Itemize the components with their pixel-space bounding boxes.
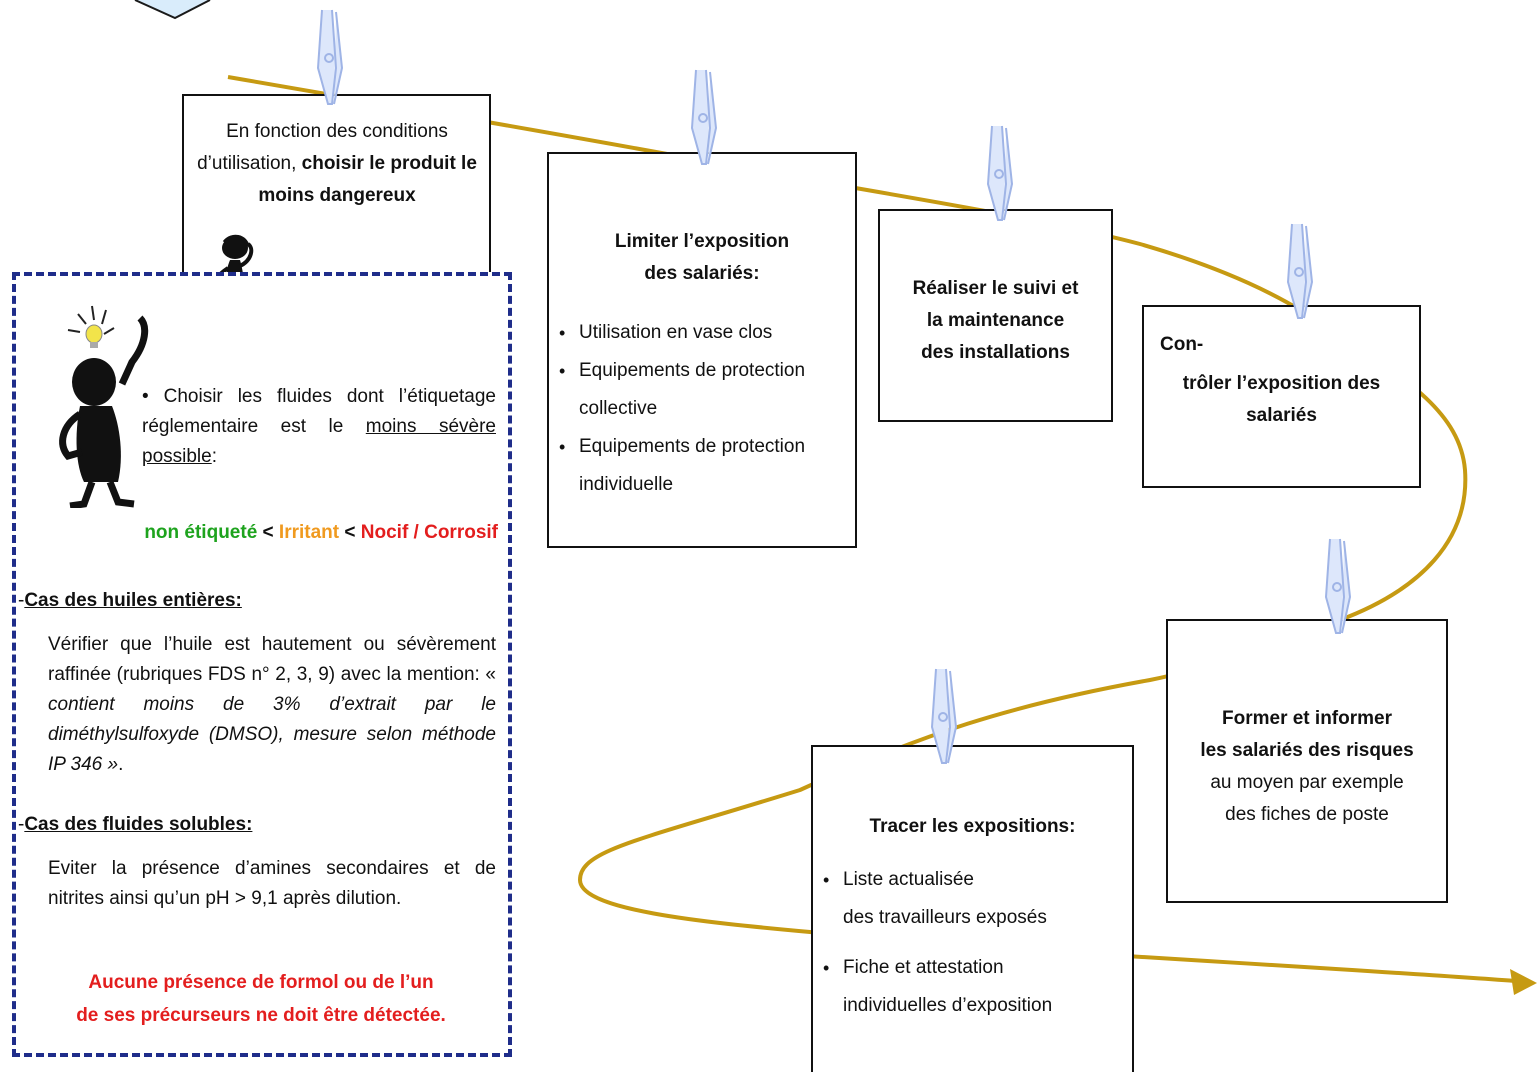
bullet-icon: • <box>142 386 164 407</box>
clothespin-icon <box>690 69 718 165</box>
control-line3: salariés <box>1246 405 1317 426</box>
maintenance-line1: Réaliser le suivi et <box>912 278 1079 299</box>
oils-text-italic: contient moins de 3% d’extrait par le di… <box>48 694 496 775</box>
limit-exposure-list: Utilisation en vase clos Equipements de … <box>549 314 849 504</box>
list-item: Equipements de protection collective <box>549 352 849 428</box>
oils-heading: -Cas des huiles entières: <box>18 586 242 616</box>
trace-title: Tracer les expositions: <box>869 816 1076 837</box>
card-limit-exposure: Limiter l’exposition des salariés: Utili… <box>547 152 857 548</box>
maintenance-line2: la maintenance <box>926 310 1065 331</box>
control-line1: Con- <box>1160 334 1204 355</box>
maintenance-text: Réaliser le suivi et la maintenance des … <box>880 273 1111 369</box>
list-item: Equipements de protection individuelle <box>549 428 849 504</box>
oils-dash: - <box>18 590 25 611</box>
corner-shape <box>134 0 211 20</box>
idea-figure-icon <box>59 305 149 508</box>
oils-text-end: . <box>118 754 124 775</box>
choose-product-text: En fonction des conditions d’utilisation… <box>190 116 484 212</box>
warning-line2: de ses précurseurs ne doit être détectée… <box>76 1005 446 1026</box>
oils-text: Vérifier que l’huile est hautement ou sé… <box>48 634 496 685</box>
trace-item1-line2: des travailleurs exposés <box>843 907 1047 928</box>
train-inform-line2: les salariés des risques <box>1200 740 1414 761</box>
maintenance-line3: des installations <box>921 342 1070 363</box>
train-inform-text: Former et informer les salariés des risq… <box>1168 703 1446 831</box>
choose-product-text-a: En fonction des conditions d’utilisation… <box>197 121 448 174</box>
control-line2: trôler l’exposition des <box>1182 373 1381 394</box>
limit-exposure-title-line1: Limiter l’exposition <box>614 231 790 252</box>
oils-title: Cas des huiles entières: <box>24 590 242 611</box>
trace-item2-line1: Fiche et attestation <box>843 957 1004 978</box>
clothespin-icon <box>986 125 1014 221</box>
soluble-dash: - <box>18 814 25 835</box>
formol-warning: Aucune présence de formol ou de l’un de … <box>16 966 506 1032</box>
scale-irritant: Irritant <box>278 522 340 543</box>
soluble-heading: -Cas des fluides solubles: <box>18 810 252 840</box>
fluid-selection-panel: • Choisir les fluides dont l’étiquetage … <box>12 272 512 1057</box>
soluble-title: Cas des fluides solubles: <box>24 814 253 835</box>
limit-exposure-title-line2: des salariés: <box>644 263 760 284</box>
labelling-colon: : <box>211 446 217 467</box>
list-item: Fiche et attestation individuelles d’exp… <box>813 949 1128 1025</box>
soluble-paragraph: Eviter la présence d’amines secondaires … <box>48 858 496 909</box>
list-item: Liste actualisée des travailleurs exposé… <box>813 861 1128 937</box>
labelling-text: Choisir les fluides dont l’étiquetage ré… <box>142 386 496 437</box>
labelling-paragraph: • Choisir les fluides dont l’étiquetage … <box>142 382 496 472</box>
scale-lt2: < <box>339 522 361 543</box>
train-inform-line4: des fiches de poste <box>1225 804 1389 825</box>
card-trace-exposures: Tracer les expositions: Liste actualisée… <box>811 745 1134 1072</box>
labelling-scale: non étiqueté < Irritant < Nocif / Corros… <box>16 518 498 548</box>
clothespin-icon <box>1286 223 1314 319</box>
oils-paragraph: Vérifier que l’huile est hautement ou sé… <box>48 630 496 780</box>
list-item: Utilisation en vase clos <box>549 314 849 352</box>
control-text: trôler l’exposition des salariés <box>1144 368 1419 432</box>
clothespin-icon <box>1324 538 1352 634</box>
card-train-inform: Former et informer les salariés des risq… <box>1166 619 1448 903</box>
trace-item1-line1: Liste actualisée <box>843 869 974 890</box>
scale-unlabelled: non étiqueté <box>144 522 258 543</box>
scale-lt1: < <box>257 522 279 543</box>
train-inform-line1: Former et informer <box>1222 708 1392 729</box>
trace-list: Liste actualisée des travailleurs exposé… <box>813 861 1128 1025</box>
choose-product-text-b: choisir le produit le moins dangereux <box>258 153 477 206</box>
clothespin-icon <box>316 9 344 105</box>
limit-exposure-title: Limiter l’exposition des salariés: <box>549 226 855 290</box>
trace-item2-line2: individuelles d’exposition <box>843 995 1053 1016</box>
scale-harmful-corrosive: Nocif / Corrosif <box>360 522 498 543</box>
card-control-exposure: Con- trôler l’exposition des salariés <box>1142 305 1421 488</box>
card-maintenance: Réaliser le suivi et la maintenance des … <box>878 209 1113 422</box>
warning-line1: Aucune présence de formol ou de l’un <box>88 972 434 993</box>
train-inform-line3: au moyen par exemple <box>1210 772 1404 793</box>
clothespin-icon <box>930 668 958 764</box>
arrow-head-icon <box>1510 969 1537 995</box>
labelling-underlined: moins sévère possible <box>142 416 496 467</box>
